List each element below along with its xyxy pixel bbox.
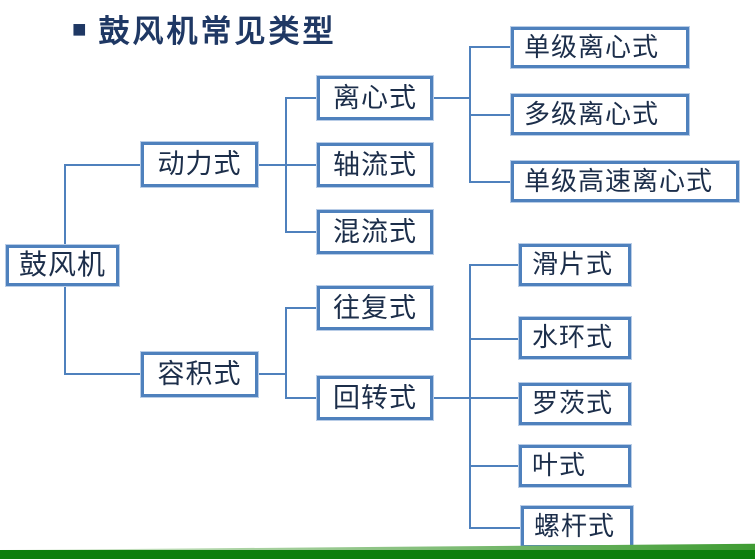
connector-line: [285, 307, 317, 309]
connector-line: [256, 373, 287, 375]
connector-line: [431, 97, 471, 99]
node-screw: 螺杆式: [521, 506, 633, 548]
node-dynamic: 动力式: [141, 142, 258, 187]
connector-line: [285, 397, 317, 399]
node-mixed-flow: 混流式: [317, 210, 433, 254]
footer-bar-decoration: [0, 550, 755, 559]
connector-line: [469, 181, 513, 183]
connector-line: [469, 465, 521, 467]
connector-line: [285, 231, 317, 233]
node-roots: 罗茨式: [519, 383, 631, 425]
title-text: 鼓风机常见类型: [98, 14, 337, 49]
node-multi-stage-centrifugal: 多级离心式: [511, 94, 689, 135]
connector-line: [469, 527, 523, 529]
node-sliding-vane: 滑片式: [519, 244, 631, 286]
connector-line: [469, 264, 521, 266]
connector-line: [469, 114, 513, 116]
connector-line: [64, 164, 141, 166]
connector-line: [431, 397, 521, 399]
node-rotary: 回转式: [317, 376, 433, 420]
node-vane: 叶式: [519, 445, 631, 487]
footer-wedge-decoration: [0, 543, 755, 551]
node-reciprocating: 往复式: [317, 286, 433, 330]
title-bullet-icon: ■: [72, 16, 87, 43]
connector-trunk-positive: [285, 307, 287, 399]
connector-line: [64, 373, 141, 375]
node-positive-displacement: 容积式: [141, 352, 258, 397]
node-centrifugal: 离心式: [317, 76, 433, 120]
connector-line: [469, 338, 521, 340]
node-single-stage-centrifugal: 单级离心式: [511, 27, 689, 68]
node-axial-flow: 轴流式: [317, 143, 433, 187]
connector-line: [469, 46, 513, 48]
node-water-ring: 水环式: [519, 317, 631, 359]
node-single-stage-high-speed-centrifugal: 单级高速离心式: [511, 161, 739, 202]
node-blower: 鼓风机: [6, 245, 119, 286]
connector-line: [285, 97, 317, 99]
slide-title: ■ 鼓风机常见类型: [72, 6, 337, 51]
connector-trunk-dynamic: [285, 97, 287, 233]
connector-trunk-rotary: [469, 264, 471, 529]
